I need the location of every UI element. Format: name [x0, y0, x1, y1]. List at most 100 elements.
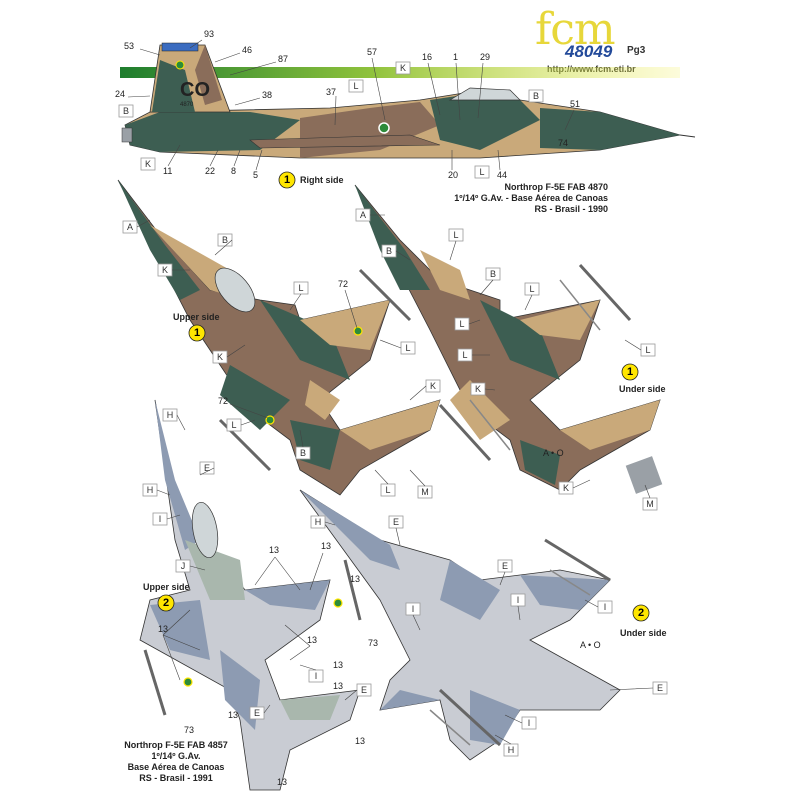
- upper1-letter-l4: L: [380, 483, 396, 497]
- scheme1-side-badge: 1: [278, 171, 296, 189]
- svg-text:K: K: [400, 63, 406, 73]
- upper1-letter-a: A: [122, 220, 138, 234]
- upper2-letter-i2: I: [308, 669, 324, 683]
- svg-text:L: L: [298, 283, 303, 293]
- svg-text:1: 1: [194, 327, 200, 339]
- svg-text:M: M: [646, 499, 654, 509]
- svg-text:13: 13: [269, 545, 279, 555]
- under2-combo: A • O: [580, 640, 601, 650]
- under2-letter-h2: H: [503, 743, 519, 757]
- under2-letter-e: E: [388, 515, 404, 529]
- side-letter-k-bottom: K: [140, 157, 156, 171]
- under1-aircraft: [354, 184, 663, 494]
- svg-text:2: 2: [163, 597, 169, 609]
- svg-text:K: K: [430, 381, 436, 391]
- scheme1-upper-badge: 1: [188, 324, 206, 342]
- callout-1: 1: [453, 52, 458, 62]
- callout-38: 38: [262, 90, 272, 100]
- svg-text:L: L: [231, 420, 236, 430]
- scheme2-under-badge: 2: [632, 604, 650, 622]
- svg-text:13: 13: [333, 681, 343, 691]
- svg-text:B: B: [533, 91, 539, 101]
- under2-label: Under side: [620, 628, 667, 638]
- upper2-numbers: 13 13 13 13 13 73 73 13 13 13 13 13: [158, 541, 378, 787]
- side-callouts: 53 93 46 87 24 38 37 57 16 1 29 51 11 22…: [115, 29, 580, 180]
- svg-text:H: H: [315, 517, 322, 527]
- under1-letter-l2: L: [524, 282, 540, 296]
- svg-text:L: L: [529, 284, 534, 294]
- side-view-aircraft: [121, 42, 696, 159]
- upper2-letter-e2: E: [249, 706, 265, 720]
- svg-text:B: B: [123, 106, 129, 116]
- svg-text:13: 13: [321, 541, 331, 551]
- svg-text:A: A: [360, 210, 366, 220]
- svg-text:K: K: [475, 384, 481, 394]
- svg-text:H: H: [167, 410, 174, 420]
- svg-text:13: 13: [277, 777, 287, 787]
- upper1-letter-k3: K: [425, 379, 441, 393]
- svg-text:13: 13: [158, 624, 168, 634]
- upper1-label: Upper side: [173, 312, 220, 322]
- under1-letter-k2: K: [558, 481, 574, 495]
- caption2-line4: RS - Brasil - 1991: [139, 773, 213, 783]
- svg-text:M: M: [421, 487, 429, 497]
- svg-text:A: A: [127, 222, 133, 232]
- callout-51: 51: [570, 99, 580, 109]
- svg-text:B: B: [490, 269, 496, 279]
- svg-text:I: I: [412, 604, 415, 614]
- upper2-label: Upper side: [143, 582, 190, 592]
- fcm-logo: fcm: [535, 4, 616, 55]
- svg-text:I: I: [604, 602, 607, 612]
- upper2-letter-i: I: [152, 512, 168, 526]
- under2-letter-e2: E: [497, 559, 513, 573]
- svg-text:K: K: [162, 265, 168, 275]
- under2-letter-i2: I: [510, 593, 526, 607]
- scheme2-upper-badge: 2: [157, 594, 175, 612]
- under1-letter-l5: L: [640, 343, 656, 357]
- upper1-aircraft: [117, 179, 441, 496]
- callout-57: 57: [367, 47, 377, 57]
- under2-letter-i4: I: [521, 716, 537, 730]
- svg-text:13: 13: [350, 574, 360, 584]
- scheme1-caption: Northrop F-5E FAB 4870 1º/14º G.Av. - Ba…: [454, 182, 608, 214]
- scheme1-under-badge: 1: [621, 363, 639, 381]
- upper1-letter-b: B: [217, 233, 233, 247]
- upper1-letter-l1: L: [293, 281, 309, 295]
- page-number: Pg3: [627, 45, 646, 56]
- svg-text:E: E: [361, 685, 367, 695]
- under2-letter-e3: E: [652, 681, 668, 695]
- caption1-line3: RS - Brasil - 1990: [534, 204, 608, 214]
- under1-letter-k: K: [470, 382, 486, 396]
- svg-text:H: H: [147, 485, 154, 495]
- callout-5: 5: [253, 170, 258, 180]
- side-letter-l: L: [348, 79, 364, 93]
- svg-text:I: I: [528, 718, 531, 728]
- svg-text:I: I: [517, 595, 520, 605]
- svg-text:E: E: [502, 561, 508, 571]
- svg-text:L: L: [459, 319, 464, 329]
- caption2-line3: Base Aérea de Canoas: [128, 762, 225, 772]
- upper1-letter-l3: L: [226, 418, 242, 432]
- upper2-letter-j: J: [175, 559, 191, 573]
- callout-29: 29: [480, 52, 490, 62]
- caption1-line2: 1º/14º G.Av. - Base Aérea de Canoas: [454, 193, 608, 203]
- under1-letter-b2: B: [485, 267, 501, 281]
- svg-text:13: 13: [355, 736, 365, 746]
- under1-letter-a: A: [355, 208, 371, 222]
- svg-text:1: 1: [627, 366, 633, 378]
- svg-text:K: K: [217, 352, 223, 362]
- upper1-letter-k2: K: [212, 350, 228, 364]
- side-letter-b-tail: B: [118, 104, 134, 118]
- under2-letter-i: I: [405, 602, 421, 616]
- upper2-letter-e: E: [199, 461, 215, 475]
- svg-text:2: 2: [638, 607, 644, 619]
- callout-44: 44: [497, 170, 507, 180]
- svg-text:L: L: [385, 485, 390, 495]
- svg-text:L: L: [462, 350, 467, 360]
- side-letter-k: K: [395, 61, 411, 75]
- under1-letter-l3: L: [454, 317, 470, 331]
- svg-text:J: J: [181, 561, 186, 571]
- svg-text:L: L: [405, 343, 410, 353]
- right-side-label: Right side: [300, 175, 344, 185]
- svg-text:L: L: [479, 167, 484, 177]
